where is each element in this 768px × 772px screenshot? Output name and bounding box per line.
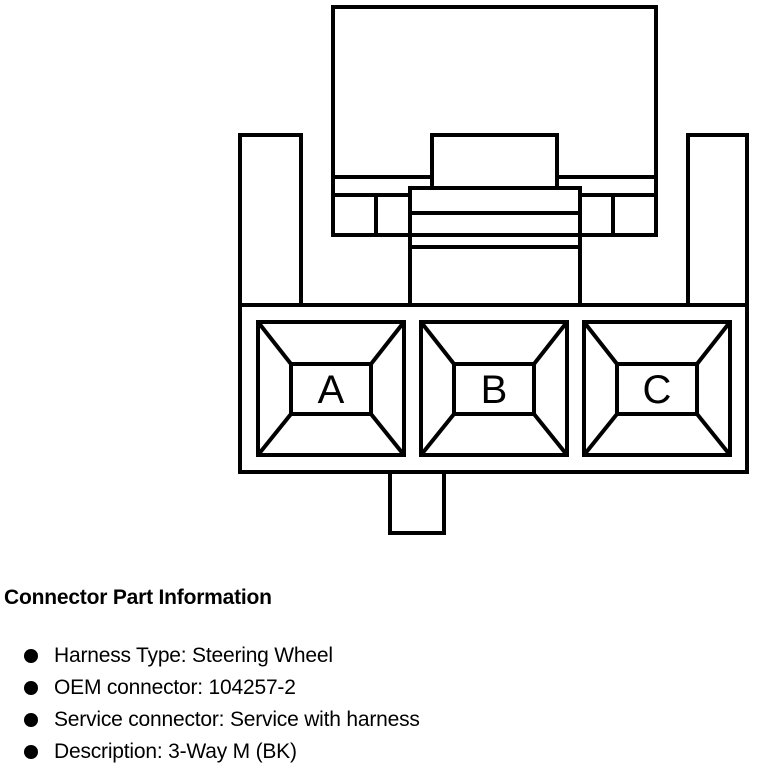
list-item: Service connector: Service with harness: [4, 704, 764, 736]
info-harness-type: Harness Type: Steering Wheel: [54, 644, 333, 667]
list-item: Description: 3-Way M (BK): [4, 736, 764, 768]
pin-label-b: B: [481, 368, 508, 412]
info-service-connector: Service connector: Service with harness: [54, 708, 420, 731]
pin-label-a: A: [318, 368, 345, 412]
info-oem-connector: OEM connector: 104257-2: [54, 676, 296, 699]
pin-label-c: C: [643, 368, 672, 412]
bottom-key: [388, 472, 446, 535]
info-list: Harness Type: Steering Wheel OEM connect…: [4, 640, 764, 768]
section-title: Connector Part Information: [4, 586, 272, 609]
bullet-icon: [24, 649, 38, 663]
bullet-icon: [24, 745, 38, 759]
bullet-icon: [24, 713, 38, 727]
top-housing: [331, 5, 658, 307]
pin-cavity-c: [582, 320, 732, 457]
pin-cavity-b: [419, 320, 569, 457]
side-posts: [238, 133, 749, 305]
pin-cavity-a: [256, 320, 406, 457]
connector-part-information: Connector Part Information Harness Type:…: [4, 584, 764, 768]
bullet-icon: [24, 681, 38, 695]
list-item: OEM connector: 104257-2: [4, 672, 764, 704]
connector-body: [238, 303, 749, 474]
info-description: Description: 3-Way M (BK): [54, 740, 297, 763]
connector-face-diagram: A B C: [238, 5, 749, 535]
list-item: Harness Type: Steering Wheel: [4, 640, 764, 672]
